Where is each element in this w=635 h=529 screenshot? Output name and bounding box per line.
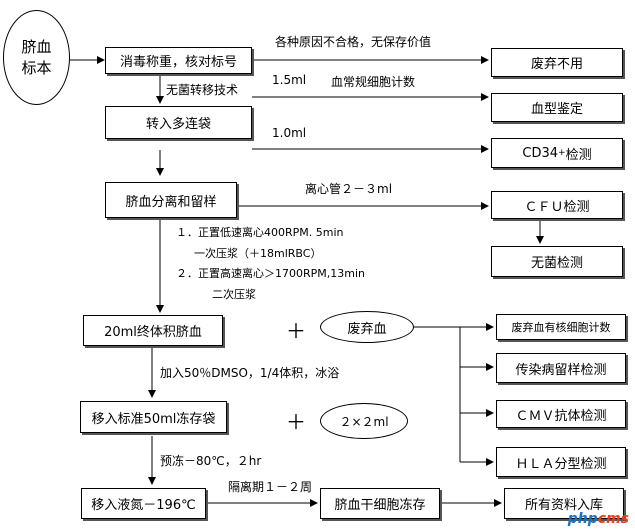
label-1-0ml: 1.0ml [272,126,307,140]
label-press-2: 二次压浆 [212,288,256,301]
output-infectious: 传染病留样检测 [496,353,626,383]
plus-sign-1: ＋ [286,319,306,343]
step-separate-sample: 脐血分离和留样 [105,182,237,218]
step-data-archive: 所有资料入库 [504,488,624,519]
vials-oval: ２×２ml [320,403,408,439]
step-20ml-volume: 20ml终体积脐血 [83,315,223,346]
output-cmv: ＣＭＶ抗体检测 [496,400,626,428]
label-prefreeze: 预冻－80℃，２hr [160,454,262,468]
output-sterile-test: 无菌检测 [491,246,623,277]
label-press-1: 一次压浆（＋18mlRBC） [194,247,322,260]
plus-sign-2: ＋ [286,410,306,434]
output-cfu: ＣＦＵ检测 [491,191,623,219]
output-nucleated-count: 废弃血有核细胞计数 [496,314,626,340]
label-reason: 各种原因不合格，无保存价值 [275,35,432,49]
cd34-tail: 检测 [565,147,592,163]
start-oval: 脐血 标本 [3,10,70,105]
label-dmso: 加入50％DMSO，1/4体积，冰浴 [160,366,340,380]
output-cd34: CD34+检测 [491,138,623,168]
step-disinfect-weigh: 消毒称重，核对标号 [105,47,252,74]
cd34-sup: + [558,148,566,158]
output-discard: 废弃不用 [491,48,623,77]
step-liquid-nitrogen: 移入液氮－196℃ [81,488,206,519]
label-centrifuge-1: １．正置低速离心400RPM. 5min [176,226,344,239]
step-stem-cell-freeze: 脐血干细胞冻存 [320,488,440,519]
label-cbc: 血常规细胞计数 [331,75,416,89]
watermark-logo: phpcms [567,511,629,527]
label-quarantine: 隔离期１－２周 [228,480,313,494]
step-transfer-bag: 转入多连袋 [105,106,252,139]
label-centrifuge-2: ２．正置高速离心＞1700RPM,13min [176,267,365,280]
output-blood-type: 血型鉴定 [491,93,623,122]
label-sterile-transfer: 无菌转移技术 [166,83,239,97]
output-hla: ＨＬＡ分型检测 [496,447,626,477]
label-1-5ml: 1.5ml [272,73,307,87]
step-freezing-bag: 移入标准50ml冻存袋 [80,401,227,433]
waste-blood-oval: 废弃血 [320,311,414,343]
cd34-text: CD34 [522,145,559,161]
label-tube: 离心管２－３ml [305,182,393,196]
